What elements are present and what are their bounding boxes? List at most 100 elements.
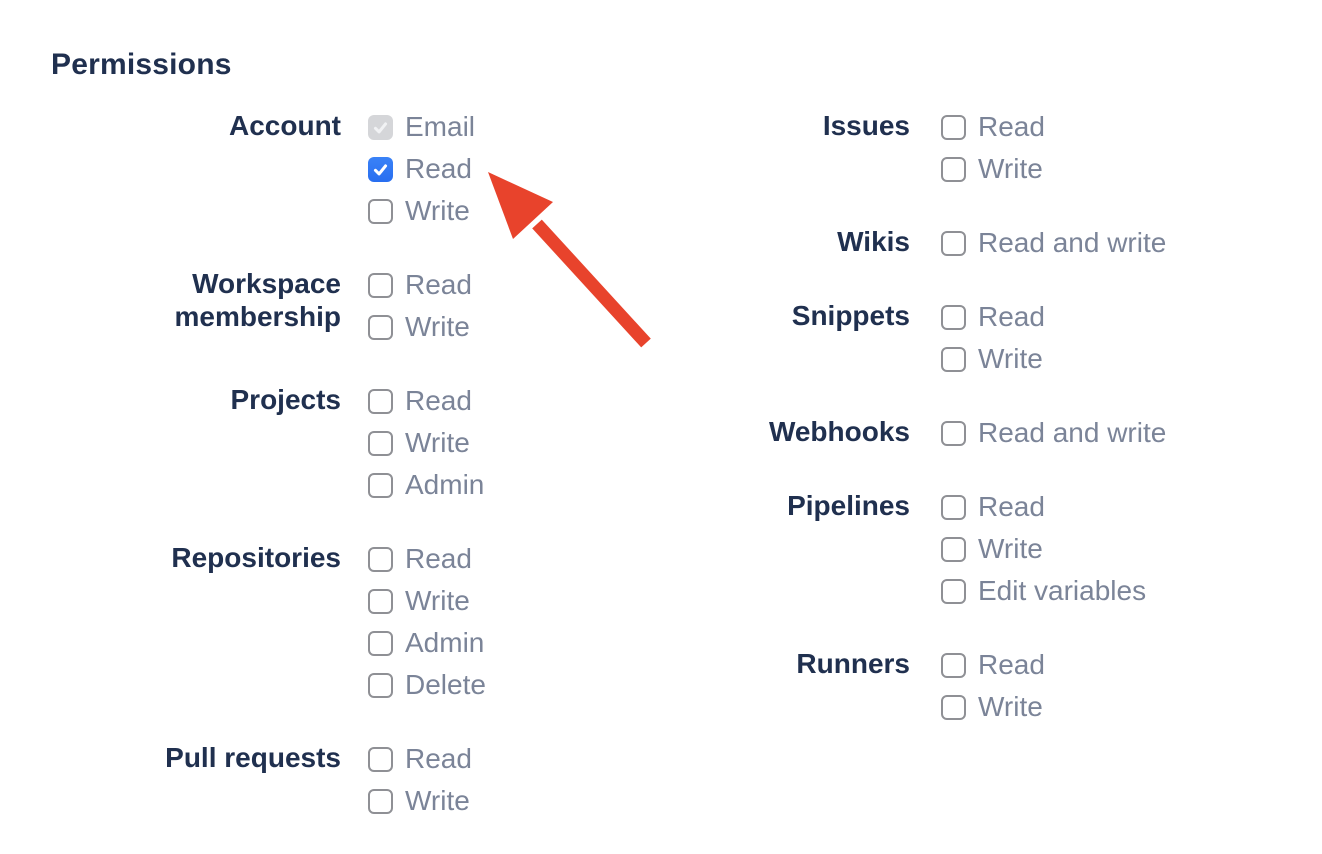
permission-group-issues: Issues Read Write <box>660 106 1166 190</box>
checkbox-runners-read[interactable] <box>941 652 966 678</box>
permission-option-account-email: Email <box>368 106 475 148</box>
permission-option-label: Read <box>978 649 1045 680</box>
permission-option-label: Read <box>405 153 472 184</box>
checkbox-runners-write[interactable] <box>941 694 966 720</box>
permission-option-label: Read <box>978 491 1045 522</box>
permission-options: Read Write <box>941 644 1045 728</box>
permission-option-pull-requests-write[interactable]: Write <box>368 780 472 822</box>
permission-options: Read Write <box>941 296 1045 380</box>
permission-option-label: Read <box>405 385 472 416</box>
checkbox-snippets-write[interactable] <box>941 346 966 372</box>
permission-group-label: Account <box>229 110 341 141</box>
permission-group-workspace-membership: Workspace membership Read Write <box>53 264 486 348</box>
permission-group-label: Repositories <box>171 542 341 573</box>
permission-option-wikis-read-and-write[interactable]: Read and write <box>941 222 1166 264</box>
permission-group-pipelines: Pipelines Read Write Edit variables <box>660 486 1166 612</box>
permission-option-label: Write <box>978 533 1043 564</box>
permission-option-label: Write <box>405 311 470 342</box>
permission-option-projects-write[interactable]: Write <box>368 422 484 464</box>
permission-group-account: Account Email Read Write <box>53 106 486 232</box>
permission-group-runners: Runners Read Write <box>660 644 1166 728</box>
checkbox-issues-write[interactable] <box>941 156 966 182</box>
permission-option-pipelines-read[interactable]: Read <box>941 486 1146 528</box>
permission-option-runners-write[interactable]: Write <box>941 686 1045 728</box>
checkbox-wikis-read-and-write[interactable] <box>941 230 966 256</box>
permission-option-repositories-read[interactable]: Read <box>368 538 486 580</box>
permission-option-workspace-membership-read[interactable]: Read <box>368 264 472 306</box>
checkmark-icon <box>373 163 388 175</box>
permission-option-issues-write[interactable]: Write <box>941 148 1045 190</box>
checkbox-workspace-membership-write[interactable] <box>368 314 393 340</box>
permission-option-account-write[interactable]: Write <box>368 190 475 232</box>
permission-group-label: Workspace membership <box>174 268 342 332</box>
checkbox-repositories-admin[interactable] <box>368 630 393 656</box>
permission-group-label: Pipelines <box>787 490 910 521</box>
permission-option-label: Write <box>405 785 470 816</box>
permission-options: Email Read Write <box>368 106 475 232</box>
checkbox-repositories-read[interactable] <box>368 546 393 572</box>
permission-option-label: Delete <box>405 669 486 700</box>
permission-options: Read Write Admin Delete <box>368 538 486 706</box>
checkbox-snippets-read[interactable] <box>941 304 966 330</box>
permission-group-repositories: Repositories Read Write Admin <box>53 538 486 706</box>
checkbox-webhooks-read-and-write[interactable] <box>941 420 966 446</box>
permission-option-workspace-membership-write[interactable]: Write <box>368 306 472 348</box>
permission-group-projects: Projects Read Write Admin <box>53 380 486 506</box>
checkbox-projects-read[interactable] <box>368 388 393 414</box>
permission-option-label: Write <box>405 427 470 458</box>
permission-option-projects-admin[interactable]: Admin <box>368 464 484 506</box>
permission-option-webhooks-read-and-write[interactable]: Read and write <box>941 412 1166 454</box>
permissions-left-column: Account Email Read Write Workspace membe… <box>53 106 486 854</box>
permission-option-issues-read[interactable]: Read <box>941 106 1045 148</box>
permissions-right-column: Issues Read Write Wikis Read and write <box>660 106 1166 760</box>
permission-option-label: Write <box>405 195 470 226</box>
permission-option-label: Admin <box>405 469 485 500</box>
permission-option-repositories-write[interactable]: Write <box>368 580 486 622</box>
checkbox-repositories-write[interactable] <box>368 588 393 614</box>
permission-option-account-read[interactable]: Read <box>368 148 475 190</box>
permission-group-label: Projects <box>230 384 342 415</box>
permission-option-label: Edit variables <box>978 575 1147 606</box>
permission-option-pull-requests-read[interactable]: Read <box>368 738 472 780</box>
permission-option-repositories-delete[interactable]: Delete <box>368 664 486 706</box>
permission-option-label: Read <box>978 111 1045 142</box>
permission-group-pull-requests: Pull requests Read Write <box>53 738 486 822</box>
permission-options: Read Write Edit variables <box>941 486 1146 612</box>
permission-option-label: Read <box>405 269 472 300</box>
permission-options: Read and write <box>941 222 1166 264</box>
checkbox-pipelines-edit-variables[interactable] <box>941 578 966 604</box>
checkbox-pipelines-read[interactable] <box>941 494 966 520</box>
checkbox-repositories-delete[interactable] <box>368 672 393 698</box>
checkbox-projects-admin[interactable] <box>368 472 393 498</box>
checkbox-pull-requests-read[interactable] <box>368 746 393 772</box>
page-title: Permissions <box>51 48 232 81</box>
permission-option-pipelines-edit-variables[interactable]: Edit variables <box>941 570 1146 612</box>
permission-option-label: Write <box>978 343 1043 374</box>
permission-option-label: Admin <box>405 627 485 658</box>
checkbox-account-write[interactable] <box>368 198 393 224</box>
permission-group-label: Wikis <box>837 226 910 257</box>
checkbox-pipelines-write[interactable] <box>941 536 966 562</box>
checkbox-projects-write[interactable] <box>368 430 393 456</box>
checkbox-account-read[interactable] <box>368 156 393 182</box>
permission-option-label: Write <box>978 153 1043 184</box>
checkmark-icon <box>373 121 388 133</box>
permission-option-projects-read[interactable]: Read <box>368 380 484 422</box>
permission-option-pipelines-write[interactable]: Write <box>941 528 1146 570</box>
checkbox-pull-requests-write[interactable] <box>368 788 393 814</box>
checkbox-issues-read[interactable] <box>941 114 966 140</box>
permission-group-webhooks: Webhooks Read and write <box>660 412 1166 454</box>
checkbox-workspace-membership-read[interactable] <box>368 272 393 298</box>
permission-option-snippets-write[interactable]: Write <box>941 338 1045 380</box>
permission-option-label: Read and write <box>978 417 1167 448</box>
permission-options: Read Write <box>368 738 472 822</box>
permission-options: Read Write <box>368 264 472 348</box>
permission-option-repositories-admin[interactable]: Admin <box>368 622 486 664</box>
permission-option-label: Read and write <box>978 227 1167 258</box>
permission-option-runners-read[interactable]: Read <box>941 644 1045 686</box>
permission-options: Read and write <box>941 412 1166 454</box>
permission-option-label: Read <box>405 543 472 574</box>
permission-option-label: Email <box>405 111 476 142</box>
permission-group-label: Runners <box>796 648 910 679</box>
permission-option-snippets-read[interactable]: Read <box>941 296 1045 338</box>
